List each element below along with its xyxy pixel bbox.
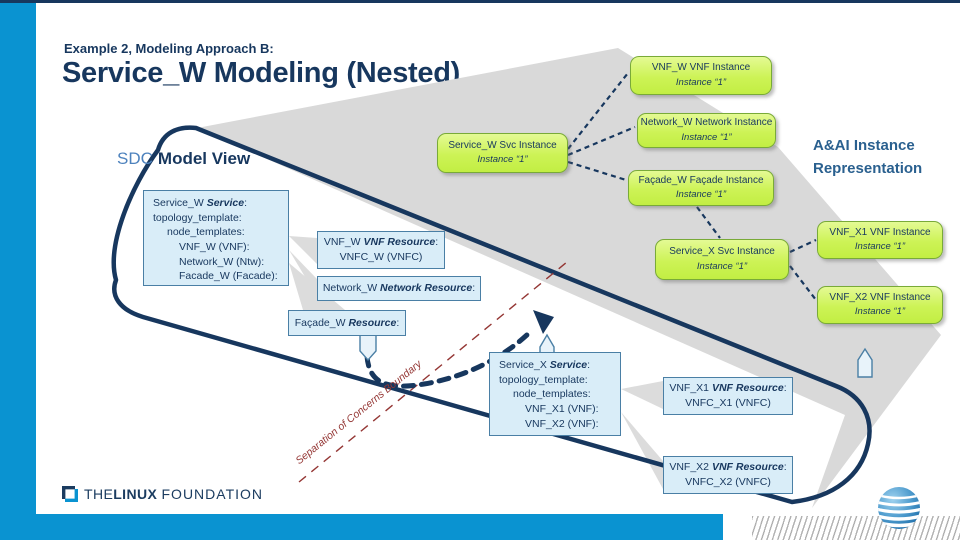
instance-title: VNF_X1 VNF Instance [829,226,931,238]
vnf-w-resource-box: VNF_W VNF Resource: VNFC_W (VNFC) [317,231,445,269]
service-w-model-box: Service_W Service: topology_template: no… [143,190,289,286]
model-line: VNF_X1 (VNF): [525,403,599,416]
att-globe-icon [878,487,920,529]
instance-title: VNF_X2 VNF Instance [829,291,931,303]
model-line: VNF_W (VNF): [179,241,250,254]
vnf-x1-resource-head: VNF_X1 VNF Resource: [669,382,787,395]
aai-instance-representation-label: A&AI Instance Representation [813,134,953,181]
sdc-group-outline [111,125,872,505]
vnf-x1-resource-line2: VNFC_X1 (VNFC) [685,397,771,409]
network-w-resource-box: Network_W Network Resource: [317,276,481,301]
service-w-head: Service_W Service: [153,197,247,209]
vnf-w-resource-line2: VNFC_W (VNFC) [339,251,423,263]
instance-id: Instance “1” [675,189,727,201]
service-x-model-box: Service_X Service: topology_template: no… [489,352,621,436]
page-title: Service_W Modeling (Nested) [62,57,460,89]
logo-the: THE [84,486,114,502]
instance-id: Instance “1” [854,306,906,318]
sdc-label-rest: Model View [157,149,251,168]
network-w-resource-head: Network_W Network Resource: [322,282,476,295]
instance-id: Instance “1” [696,260,748,272]
bottom-accent-bar [0,514,723,540]
vnf-x1-resource-box: VNF_X1 VNF Resource: VNFC_X1 (VNFC) [663,377,793,415]
model-line: topology_template: [499,373,588,386]
vnf-x2-resource-box: VNF_X2 VNF Resource: VNFC_X2 (VNFC) [663,456,793,494]
facade-w-instance-box: Façade_W Façade Instance Instance “1” [628,170,774,206]
vnf-w-instance-box: VNF_W VNF Instance Instance “1” [630,56,772,95]
instance-title: Network_W Network Instance [640,117,773,129]
facade-w-resource-box: Façade_W Resource: [288,310,406,336]
vnf-x2-instance-box: VNF_X2 VNF Instance Instance “1” [817,286,943,324]
instance-title: Façade_W Façade Instance [638,174,764,186]
linux-foundation-icon [62,486,78,502]
instance-title: Service_W Svc Instance [448,139,557,151]
model-line: VNF_X2 (VNF): [525,417,599,430]
left-accent-bar [0,0,36,540]
facade-w-resource-head: Façade_W Resource: [294,316,400,329]
servicex-callout-pointer [539,333,555,354]
top-border-line [0,0,960,3]
instance-title: VNF_W VNF Instance [651,62,751,74]
separation-boundary-line [298,261,568,483]
sdc-label-prefix: SDC [117,149,153,168]
service-w-svc-instance-box: Service_W Svc Instance Instance “1” [437,133,568,173]
instance-title: Service_X Svc Instance [669,246,775,258]
right-callout-pointer [857,347,873,378]
instance-id: Instance “1” [675,76,727,88]
vnf-x1-instance-box: VNF_X1 VNF Instance Instance “1” [817,221,943,259]
vnf-w-resource-head: VNF_W VNF Resource: [323,236,439,249]
vnf-x2-resource-head: VNF_X2 VNF Resource: [669,461,787,474]
instance-id: Instance “1” [477,154,528,166]
service-x-svc-instance-box: Service_X Svc Instance Instance “1” [655,239,789,280]
model-line: topology_template: [153,211,242,224]
model-line: Network_W (Ntw): [179,255,265,268]
wedge-servicex-vnfx1 [621,381,663,409]
network-w-instance-box: Network_W Network Instance Instance “1” [637,113,776,148]
model-line: Facade_W (Facade): [179,270,278,283]
slide-kicker: Example 2, Modeling Approach B: [64,41,274,56]
aai-label-line2: Representation [813,160,923,178]
bottom-hatch-pattern [752,516,960,540]
instance-id: Instance “1” [854,241,906,253]
aai-label-line1: A&AI Instance [813,137,915,154]
logo-linux: LINUX [113,486,158,502]
wedge-servicex-vnfx2 [621,412,663,489]
instance-connectors [567,72,817,301]
model-line: node_templates: [513,388,591,401]
vnf-x2-resource-line2: VNFC_X2 (VNFC) [685,476,771,488]
linux-foundation-logo: THELINUX FOUNDATION [62,486,263,502]
model-line: node_templates: [167,226,245,239]
wedge-servicew-vnfw [289,236,317,264]
service-x-head: Service_X Service: [499,359,591,371]
facade-to-servicex-arrowhead [533,310,554,334]
logo-foundation: FOUNDATION [161,486,264,502]
facade-callout-pointer [359,334,377,362]
instance-id: Instance “1” [681,131,732,143]
